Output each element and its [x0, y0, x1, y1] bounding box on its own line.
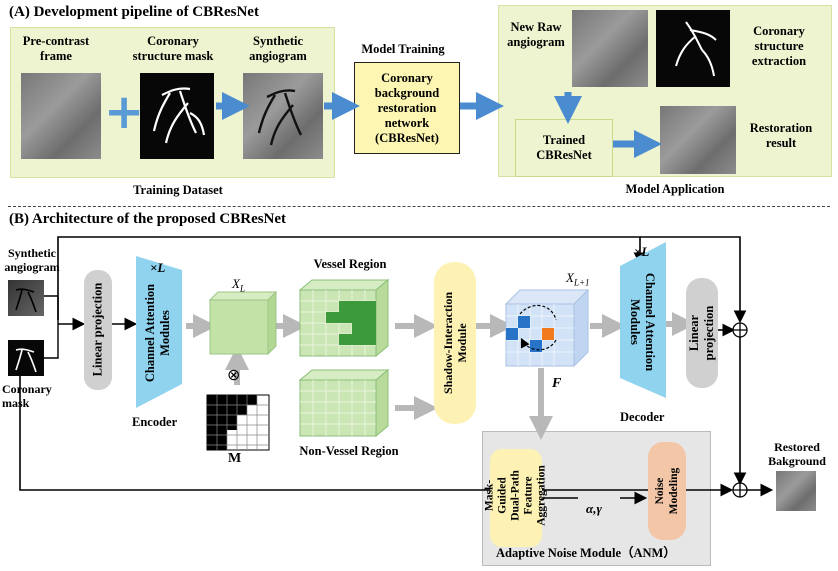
decoder-module-label: Channel Attention Modules	[628, 272, 657, 372]
mask-input-vessel	[15, 348, 37, 373]
alpha-gamma-label: α,γ	[586, 501, 602, 516]
section-a-arrows	[216, 92, 662, 158]
plus-sign: +	[104, 84, 145, 140]
shadow-module-pill	[434, 262, 476, 424]
encoder-module-label: Channel Attention Modules	[143, 283, 172, 383]
section-a-title: (A) Development pipeline of CBResNet	[9, 4, 259, 20]
pre-contrast-image	[21, 73, 101, 159]
decoder-label: Decoder	[620, 410, 665, 424]
mask-input-image	[8, 340, 44, 376]
top-skip-line	[57, 236, 647, 320]
structure-image	[656, 10, 730, 87]
synthetic-angiogram-image	[243, 73, 323, 159]
coronary-mask-image	[140, 73, 214, 159]
xl1-subscript: L+1	[573, 277, 590, 288]
restored-label: Restored Bakground	[768, 440, 826, 468]
restored-image	[776, 471, 816, 511]
section-b-title: (B) Architecture of the proposed CBResNe…	[9, 211, 287, 227]
linear-projection-out-label: Linear projection	[687, 305, 716, 361]
mask-input-label: Coronary mask	[2, 382, 52, 410]
input-bracket	[44, 295, 59, 359]
noise-modeling-box	[648, 442, 686, 540]
non-vessel-region-label: Non-Vessel Region	[299, 444, 399, 458]
non-vessel-cube	[298, 368, 390, 438]
encoder-trapezoid	[136, 256, 182, 408]
trained-cbresnet-box: Trained CBResNet	[515, 119, 613, 177]
m-label: M	[228, 451, 242, 466]
f-label: F	[552, 376, 562, 391]
synthetic-input-image	[8, 280, 44, 316]
xl-front	[209, 299, 269, 355]
xl-side	[267, 290, 277, 356]
structure-extraction-label: Coronary structure extraction	[751, 24, 807, 68]
decoder-trapezoid	[620, 242, 666, 398]
anm-label: Adaptive Noise Module（ANM）	[496, 546, 676, 560]
shadow-module-label: Shadow-Interaction Module	[441, 292, 469, 395]
vessel-region-label: Vessel Region	[313, 257, 387, 271]
vessel-cube	[298, 278, 390, 358]
encoder-label: Encoder	[132, 415, 178, 429]
new-raw-label: New Raw angiogram	[507, 20, 565, 49]
linear-projection-in-label: Linear projection	[90, 282, 105, 377]
mask-guided-label: Mask- Guided Dual-Path Feature Aggregati…	[483, 465, 548, 526]
synthetic-vessel-drawing	[257, 89, 303, 146]
new-raw-image	[572, 10, 648, 87]
xl-label: XL	[232, 276, 245, 294]
section-divider	[8, 206, 830, 207]
restoration-image	[660, 106, 736, 174]
top-skip-right	[640, 236, 747, 324]
synthetic-input-vessel	[15, 288, 37, 313]
encoder-times-l: ×L	[150, 260, 166, 275]
model-training-label: Model Training	[361, 42, 445, 56]
mask-grid	[206, 394, 270, 451]
otimes-symbol: ⊗	[227, 365, 241, 384]
restoration-result-label: Restoration result	[749, 121, 813, 150]
xl1-label: XL+1	[566, 270, 590, 288]
decoder-times-l: ×L	[634, 244, 650, 259]
synthetic-angiogram-label: Synthetic angiogram	[249, 34, 307, 63]
xl1-cube	[504, 288, 590, 368]
structure-vessel-drawing	[675, 21, 717, 77]
linear-projection-in-pill	[84, 270, 112, 390]
mask-vessel-drawing	[152, 87, 206, 144]
training-dataset-label: Training Dataset	[133, 183, 223, 197]
model-application-label: Model Application	[625, 182, 725, 196]
synthetic-input-label: Synthetic angiogram	[4, 246, 60, 274]
mask-guided-box	[490, 449, 542, 547]
linear-projection-out-pill	[686, 278, 718, 388]
noise-modeling-label: Noise Modeling	[654, 467, 680, 515]
coronary-mask-label: Coronary structure mask	[132, 34, 214, 63]
network-box: Coronary background restoration network …	[354, 62, 460, 154]
xl-subscript: L	[239, 283, 245, 294]
pre-contrast-label: Pre-contrast frame	[22, 34, 90, 63]
